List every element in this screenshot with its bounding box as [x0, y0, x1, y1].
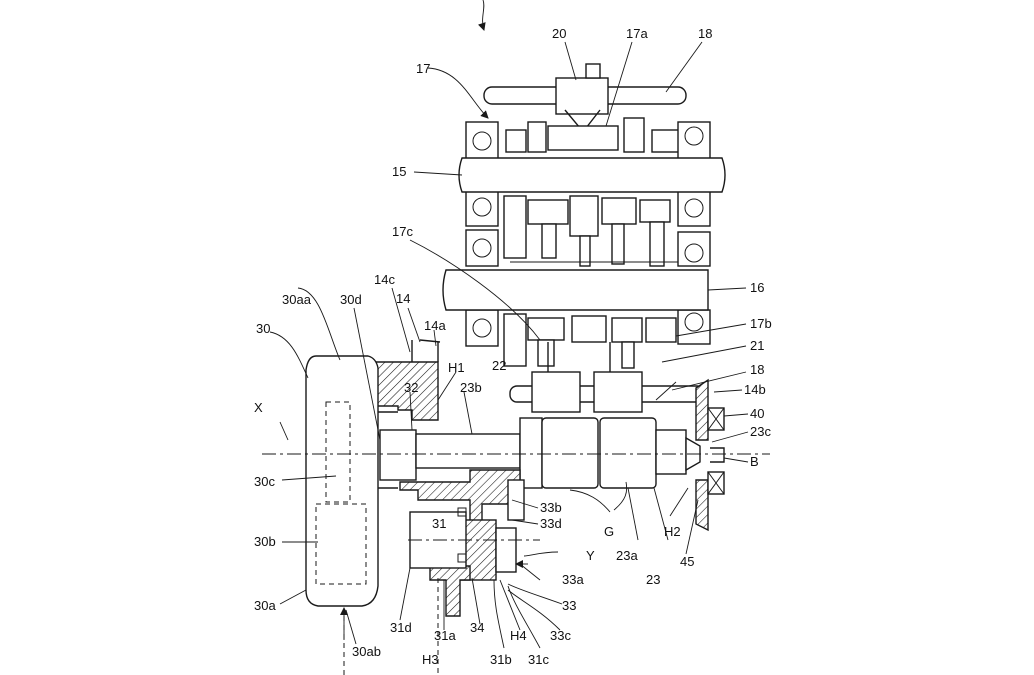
main-shaft-23: [379, 417, 701, 489]
label-17: 17: [416, 61, 430, 76]
label-30: 30: [256, 321, 270, 336]
housing-14: [369, 339, 441, 421]
label-H2: H2: [664, 524, 681, 539]
label-30d: 30d: [340, 292, 362, 307]
label-31a: 31a: [434, 628, 456, 643]
label-X: X: [254, 400, 263, 415]
clutch-30: [305, 355, 398, 607]
label-33a: 33a: [562, 572, 584, 587]
label-30a: 30a: [254, 598, 276, 613]
label-33: 33: [562, 598, 576, 613]
label-B: B: [750, 454, 759, 469]
label-23a: 23a: [616, 548, 638, 563]
label-45: 45: [680, 554, 694, 569]
label-33b: 33b: [540, 500, 562, 515]
label-18-top: 18: [698, 26, 712, 41]
label-14c: 14c: [374, 272, 395, 287]
bearings-shaft-15: [465, 121, 711, 227]
label-16: 16: [750, 280, 764, 295]
label-20: 20: [552, 26, 566, 41]
label-33d: 33d: [540, 516, 562, 531]
label-H1: H1: [448, 360, 465, 375]
label-H3: H3: [422, 652, 439, 667]
label-14b: 14b: [744, 382, 766, 397]
reference-labels: 20 17a 18 17 15 17c 16 14c 14 30aa 30d 3…: [254, 26, 772, 667]
shift-forks-lower: [509, 342, 705, 413]
label-17b: 17b: [750, 316, 772, 331]
label-31d: 31d: [390, 620, 412, 635]
label-31c: 31c: [528, 652, 549, 667]
label-33c: 33c: [550, 628, 571, 643]
label-G: G: [604, 524, 614, 539]
figure-arrow-top: [477, 0, 486, 31]
label-23: 23: [646, 572, 660, 587]
label-30b: 30b: [254, 534, 276, 549]
housing-14b: [695, 378, 725, 532]
label-14: 14: [396, 291, 410, 306]
gear-cluster-upper: [503, 195, 680, 267]
label-18-mid: 18: [750, 362, 764, 377]
label-23b: 23b: [460, 380, 482, 395]
shift-fork-assembly-top: [483, 63, 687, 153]
label-32: 32: [404, 380, 418, 395]
leader-lines: [269, 41, 749, 649]
label-21: 21: [750, 338, 764, 353]
label-34: 34: [470, 620, 484, 635]
shaft-15: [458, 157, 726, 193]
bearings-shaft-16: [465, 229, 711, 347]
label-30aa: 30aa: [282, 292, 312, 307]
label-22: 22: [492, 358, 506, 373]
label-17c: 17c: [392, 224, 413, 239]
shaft-16: [442, 269, 709, 311]
label-31: 31: [432, 516, 446, 531]
label-30ab: 30ab: [352, 644, 381, 659]
label-Y: Y: [586, 548, 595, 563]
label-14a: 14a: [424, 318, 446, 333]
gear-cluster-lower: [503, 313, 677, 369]
label-15: 15: [392, 164, 406, 179]
label-40: 40: [750, 406, 764, 421]
label-31b: 31b: [490, 652, 512, 667]
label-17a: 17a: [626, 26, 648, 41]
label-30c: 30c: [254, 474, 275, 489]
label-23c: 23c: [750, 424, 771, 439]
label-H4: H4: [510, 628, 527, 643]
